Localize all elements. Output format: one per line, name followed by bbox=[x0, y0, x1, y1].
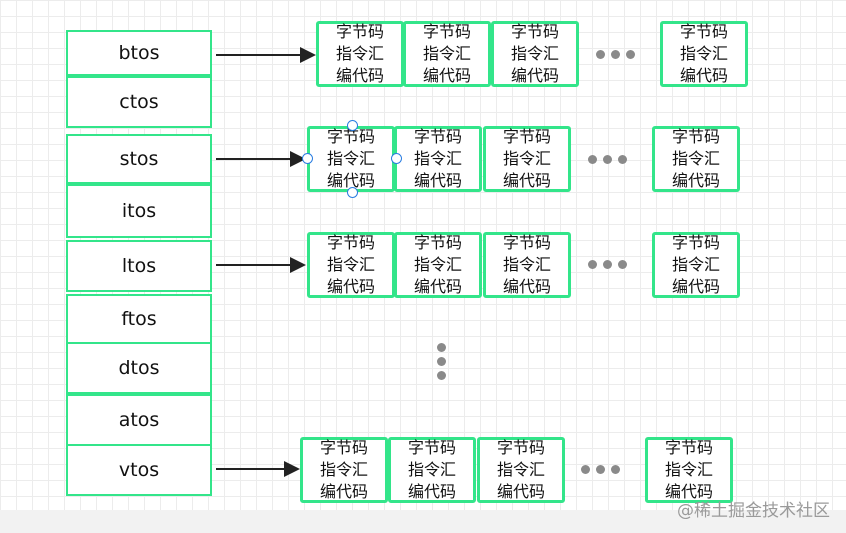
arrow-btos[interactable] bbox=[216, 47, 316, 63]
cell-line2: 指令汇 bbox=[326, 149, 375, 168]
cell-line2: 指令汇 bbox=[422, 44, 471, 63]
ellipsis-dots bbox=[581, 465, 620, 474]
cell-line3: 编代码 bbox=[671, 171, 720, 190]
arrow-vtos[interactable] bbox=[216, 461, 300, 477]
bytecode-cell[interactable]: 字节码指令汇编代码 bbox=[483, 126, 571, 192]
cell-line1: 字节码 bbox=[502, 233, 551, 252]
cell-line3: 编代码 bbox=[407, 482, 456, 501]
bytecode-cell[interactable]: 字节码指令汇编代码 bbox=[300, 437, 388, 503]
cell-line3: 编代码 bbox=[413, 171, 462, 190]
bytecode-cell[interactable]: 字节码指令汇编代码 bbox=[307, 232, 395, 298]
bytecode-cell[interactable]: 字节码指令汇编代码 bbox=[652, 126, 740, 192]
cell-line1: 字节码 bbox=[413, 127, 462, 146]
type-cell-stos[interactable]: stos bbox=[66, 134, 212, 184]
cell-line3: 编代码 bbox=[671, 277, 720, 296]
type-cell-dtos[interactable]: dtos bbox=[66, 342, 212, 394]
cell-line3: 编代码 bbox=[510, 66, 559, 85]
cell-line2: 指令汇 bbox=[413, 255, 462, 274]
vertical-ellipsis bbox=[437, 343, 446, 380]
cell-line1: 字节码 bbox=[510, 22, 559, 41]
bytecode-cell[interactable]: 字节码指令汇编代码 bbox=[394, 232, 482, 298]
bytecode-cell[interactable]: 字节码指令汇编代码 bbox=[394, 126, 482, 192]
cell-line1: 字节码 bbox=[422, 22, 471, 41]
cell-line3: 编代码 bbox=[496, 482, 545, 501]
cell-line1: 字节码 bbox=[502, 127, 551, 146]
watermark: @稀土掘金技术社区 bbox=[677, 501, 830, 521]
selection-handle-right[interactable] bbox=[391, 153, 402, 164]
type-cell-btos[interactable]: btos bbox=[66, 30, 212, 76]
cell-line1: 字节码 bbox=[664, 438, 713, 457]
cell-line1: 字节码 bbox=[671, 127, 720, 146]
cell-line2: 指令汇 bbox=[319, 460, 368, 479]
cell-line2: 指令汇 bbox=[335, 44, 384, 63]
bytecode-cell[interactable]: 字节码指令汇编代码 bbox=[316, 21, 404, 87]
selection-handle-left[interactable] bbox=[302, 153, 313, 164]
type-cell-vtos[interactable]: vtos bbox=[66, 444, 212, 496]
cell-line3: 编代码 bbox=[422, 66, 471, 85]
cell-line3: 编代码 bbox=[319, 482, 368, 501]
cell-line1: 字节码 bbox=[679, 22, 728, 41]
cell-line2: 指令汇 bbox=[671, 255, 720, 274]
type-cell-ftos[interactable]: ftos bbox=[66, 294, 212, 344]
cell-line2: 指令汇 bbox=[496, 460, 545, 479]
cell-line2: 指令汇 bbox=[413, 149, 462, 168]
selection-handle-bottom[interactable] bbox=[347, 187, 358, 198]
cell-line2: 指令汇 bbox=[502, 149, 551, 168]
cell-line3: 编代码 bbox=[413, 277, 462, 296]
cell-line1: 字节码 bbox=[326, 233, 375, 252]
type-cell-atos[interactable]: atos bbox=[66, 394, 212, 446]
bytecode-cell[interactable]: 字节码指令汇编代码 bbox=[388, 437, 476, 503]
ellipsis-dots bbox=[588, 260, 627, 269]
bytecode-cell[interactable]: 字节码指令汇编代码 bbox=[477, 437, 565, 503]
selection-handle-top[interactable] bbox=[347, 120, 358, 131]
bytecode-cell-selected[interactable]: 字节码指令汇编代码 bbox=[307, 126, 395, 192]
bytecode-cell[interactable]: 字节码指令汇编代码 bbox=[483, 232, 571, 298]
cell-line3: 编代码 bbox=[502, 277, 551, 296]
bytecode-cell[interactable]: 字节码指令汇编代码 bbox=[491, 21, 579, 87]
cell-line3: 编代码 bbox=[679, 66, 728, 85]
cell-line2: 指令汇 bbox=[671, 149, 720, 168]
cell-line3: 编代码 bbox=[326, 171, 375, 190]
cell-line1: 字节码 bbox=[319, 438, 368, 457]
cell-line3: 编代码 bbox=[502, 171, 551, 190]
cell-line1: 字节码 bbox=[671, 233, 720, 252]
cell-line2: 指令汇 bbox=[326, 255, 375, 274]
cell-line3: 编代码 bbox=[326, 277, 375, 296]
type-cell-ctos[interactable]: ctos bbox=[66, 76, 212, 128]
arrow-stos[interactable] bbox=[216, 151, 306, 167]
footer-bar bbox=[0, 510, 846, 533]
ellipsis-dots bbox=[588, 155, 627, 164]
bytecode-cell[interactable]: 字节码指令汇编代码 bbox=[660, 21, 748, 87]
arrow-ltos[interactable] bbox=[216, 257, 306, 273]
cell-line1: 字节码 bbox=[407, 438, 456, 457]
cell-line2: 指令汇 bbox=[510, 44, 559, 63]
cell-line1: 字节码 bbox=[335, 22, 384, 41]
cell-line1: 字节码 bbox=[496, 438, 545, 457]
type-cell-ltos[interactable]: ltos bbox=[66, 240, 212, 292]
cell-line2: 指令汇 bbox=[407, 460, 456, 479]
cell-line1: 字节码 bbox=[413, 233, 462, 252]
cell-line1: 字节码 bbox=[326, 127, 375, 146]
cell-line2: 指令汇 bbox=[502, 255, 551, 274]
cell-line2: 指令汇 bbox=[679, 44, 728, 63]
cell-line3: 编代码 bbox=[664, 482, 713, 501]
type-cell-itos[interactable]: itos bbox=[66, 184, 212, 238]
bytecode-cell[interactable]: 字节码指令汇编代码 bbox=[652, 232, 740, 298]
ellipsis-dots bbox=[596, 50, 635, 59]
cell-line3: 编代码 bbox=[335, 66, 384, 85]
cell-line2: 指令汇 bbox=[664, 460, 713, 479]
bytecode-cell[interactable]: 字节码指令汇编代码 bbox=[403, 21, 491, 87]
bytecode-cell[interactable]: 字节码指令汇编代码 bbox=[645, 437, 733, 503]
